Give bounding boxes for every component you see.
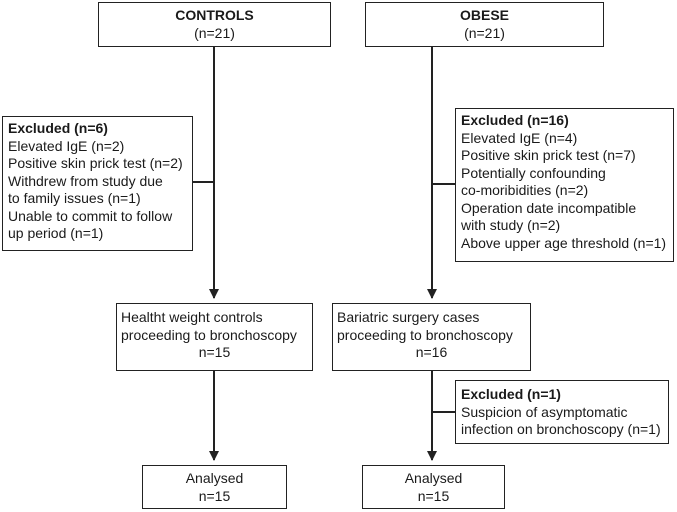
obese-excluded-reason: co-moribidities (n=2): [461, 182, 589, 198]
controls-proceeding-label: Healtht weight controls: [121, 309, 263, 325]
obese-excluded-reason: with study (n=2): [461, 217, 561, 233]
obese-analysed-label: Analysed: [404, 470, 463, 486]
controls-count: (n=21): [194, 24, 235, 41]
controls-analysed-box: Analysed n=15: [142, 465, 287, 509]
obese-proceeding-label: proceeding to bronchoscopy: [337, 326, 513, 343]
obese-excluded-reason: Above upper age threshold (n=1): [461, 234, 667, 251]
controls-analysed-label: Analysed: [185, 470, 244, 486]
obese-excluded2-reason: infection on bronchoscopy (n=1): [461, 421, 661, 437]
obese-proceeding-count: n=16: [415, 344, 448, 360]
obese-excluded-title: Excluded (n=16): [461, 112, 569, 128]
obese-analysed-count: n=15: [417, 487, 450, 504]
controls-analysed-count: n=15: [198, 487, 231, 504]
obese-header-box: OBESE (n=21): [365, 2, 604, 47]
controls-proceeding-label: proceeding to bronchoscopy: [121, 326, 297, 343]
controls-excluded-reason: Unable to commit to follow: [8, 207, 173, 224]
controls-excluded-reason: Withdrew from study due: [8, 172, 163, 189]
obese-excluded2-box: Excluded (n=1) Suspicion of asymptomatic…: [455, 380, 669, 444]
obese-count: (n=21): [464, 24, 505, 41]
obese-title: OBESE: [459, 7, 509, 23]
controls-excluded-reason: up period (n=1): [8, 225, 104, 241]
obese-excluded-reason: Positive skin prick test (n=7): [461, 147, 636, 163]
obese-excluded2-reason: Suspicion of asymptomatic: [461, 403, 628, 420]
controls-proceeding-count: n=15: [198, 344, 231, 360]
controls-header-box: CONTROLS (n=21): [98, 2, 331, 47]
controls-proceeding-box: Healtht weight controls proceeding to br…: [116, 303, 313, 371]
obese-proceeding-label: Bariatric surgery cases: [337, 309, 480, 325]
obese-analysed-box: Analysed n=15: [362, 465, 505, 509]
controls-title: CONTROLS: [175, 7, 254, 23]
obese-excluded-reason: Operation date incompatible: [461, 199, 637, 216]
obese-proceeding-box: Bariatric surgery cases proceeding to br…: [332, 303, 531, 371]
controls-excluded-title: Excluded (n=6): [8, 120, 108, 136]
controls-excluded-box: Excluded (n=6) Elevated IgE (n=2) Positi…: [2, 116, 193, 251]
obese-excluded-reason: Elevated IgE (n=4): [461, 129, 578, 146]
obese-excluded2-title: Excluded (n=1): [461, 386, 561, 402]
obese-excluded-reason: Potentially confounding: [461, 164, 606, 181]
obese-excluded-box: Excluded (n=16) Elevated IgE (n=4) Posit…: [455, 108, 674, 262]
controls-excluded-reason: Elevated IgE (n=2): [8, 137, 125, 154]
controls-excluded-reason: Positive skin prick test (n=2): [8, 155, 183, 171]
controls-excluded-reason: to family issues (n=1): [8, 190, 141, 206]
